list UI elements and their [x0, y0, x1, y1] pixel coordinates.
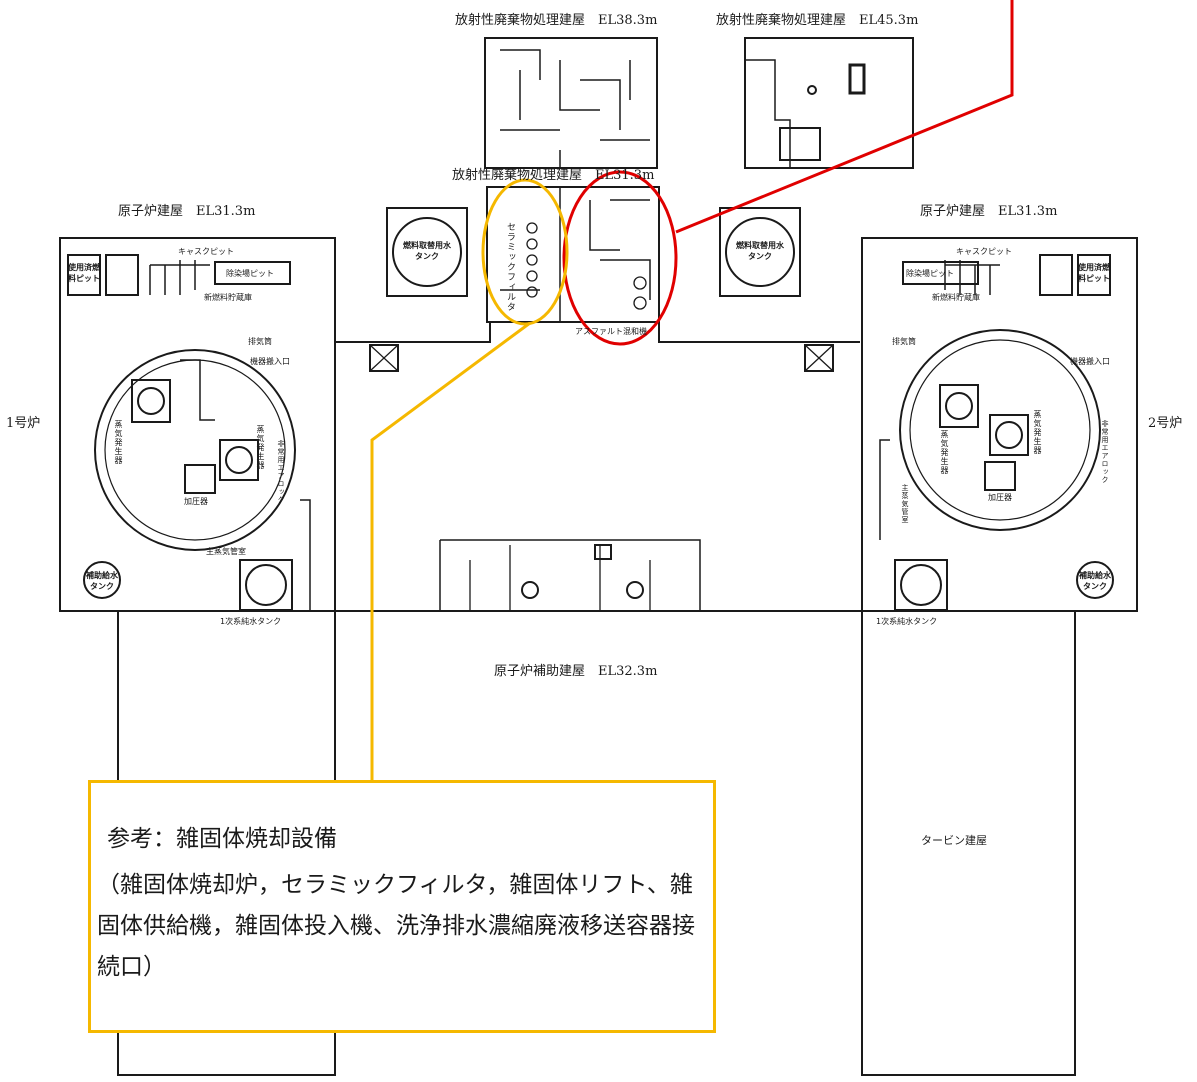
room-main-steam-pipe-left: 主蒸気管室 [206, 547, 246, 556]
label-radwaste-el38: 放射性廃棄物処理建屋 EL38.3m [455, 13, 658, 28]
room-equipment-hatch-left: 機器搬入口 [250, 357, 290, 366]
room-equipment-hatch-right: 機器搬入口 [1070, 357, 1110, 366]
red-leader-line [675, 0, 1014, 234]
room-spent-fuel-pit-right: 使用済燃料ピット [1078, 263, 1110, 283]
room-exhaust-tube-right: 排気筒 [892, 337, 916, 346]
room-pressurizer-right: 加圧器 [988, 493, 1012, 502]
room-fuel-water-tank-right: 燃料取替用水タンク [736, 241, 784, 261]
label-reactor-left: 原子炉建屋 EL31.3m [118, 204, 256, 219]
label-radwaste-el31: 放射性廃棄物処理建屋 EL31.3m [452, 168, 655, 183]
room-decon-pit-right: 除染場ピット [906, 269, 954, 278]
incinerator-callout-yellow [481, 178, 569, 326]
label-turbine-building: タービン建屋 [921, 834, 987, 847]
reference-note-box: 参考：雑固体焼却設備 （雑固体焼却炉，セラミックフィルタ，雑固体リフト、雑固体供… [88, 780, 716, 1033]
label-unit2: 2号炉 [1148, 416, 1183, 431]
label-radwaste-el45: 放射性廃棄物処理建屋 EL45.3m [716, 13, 919, 28]
fuel-water-tank-right [719, 207, 801, 297]
room-main-steam-pipe-right: 主蒸気管室 [901, 484, 909, 524]
room-cask-pit-left: キャスクピット [178, 247, 234, 256]
room-steam-generator-right-a: 蒸気発生器 [940, 430, 949, 475]
room-new-fuel-storage-right: 新燃料貯蔵庫 [932, 293, 980, 302]
room-steam-generator-left-a: 蒸気発生器 [114, 420, 123, 465]
room-pure-water-tank-left: 1次系純水タンク [220, 617, 282, 626]
room-emergency-airlock-left: 非常用エアロック [277, 440, 285, 504]
radwaste-callout-red [562, 170, 678, 346]
room-emergency-airlock-right: 非常用エアロック [1101, 420, 1109, 484]
label-aux-building: 原子炉補助建屋 EL32.3m [494, 664, 658, 679]
label-reactor-right: 原子炉建屋 EL31.3m [920, 204, 1058, 219]
reactor-building-left [59, 237, 336, 612]
containment-left [94, 349, 296, 551]
room-steam-generator-left-b: 蒸気発生器 [256, 425, 265, 470]
room-spent-fuel-pit-left: 使用済燃料ピット [68, 263, 100, 283]
room-steam-generator-right-b: 蒸気発生器 [1033, 410, 1042, 455]
room-cask-pit-right: キャスクピット [956, 247, 1012, 256]
containment-right [899, 329, 1101, 531]
room-aux-feedwater-tank-right: 補助給水タンク [1079, 571, 1111, 591]
note-body: （雑固体焼却炉，セラミックフィルタ，雑固体リフト、雑固体供給機，雑固体投入機、洗… [97, 872, 695, 980]
yellow-leader-line [370, 321, 531, 780]
room-aux-feedwater-tank-left: 補助給水タンク [86, 571, 118, 591]
room-pressurizer-left: 加圧器 [184, 497, 208, 506]
note-title: 参考：雑固体焼却設備 [107, 826, 337, 852]
label-unit1: 1号炉 [6, 416, 41, 431]
radwaste-el38-outline [484, 37, 658, 169]
room-exhaust-tube-left: 排気筒 [248, 337, 272, 346]
room-asphalt: アスファルト混和機 [575, 327, 647, 336]
room-decon-pit-left: 除染場ピット [226, 269, 274, 278]
fuel-water-tank-left [386, 207, 468, 297]
radwaste-el45-outline [744, 37, 914, 169]
radwaste-el31-outline [486, 186, 660, 323]
room-pure-water-tank-right: 1次系純水タンク [876, 617, 938, 626]
reactor-building-right [861, 237, 1138, 612]
room-new-fuel-storage-left: 新燃料貯蔵庫 [204, 293, 252, 302]
room-fuel-water-tank-left: 燃料取替用水タンク [403, 241, 451, 261]
room-ceramic-filter: セラミックフィルタ [505, 222, 515, 312]
